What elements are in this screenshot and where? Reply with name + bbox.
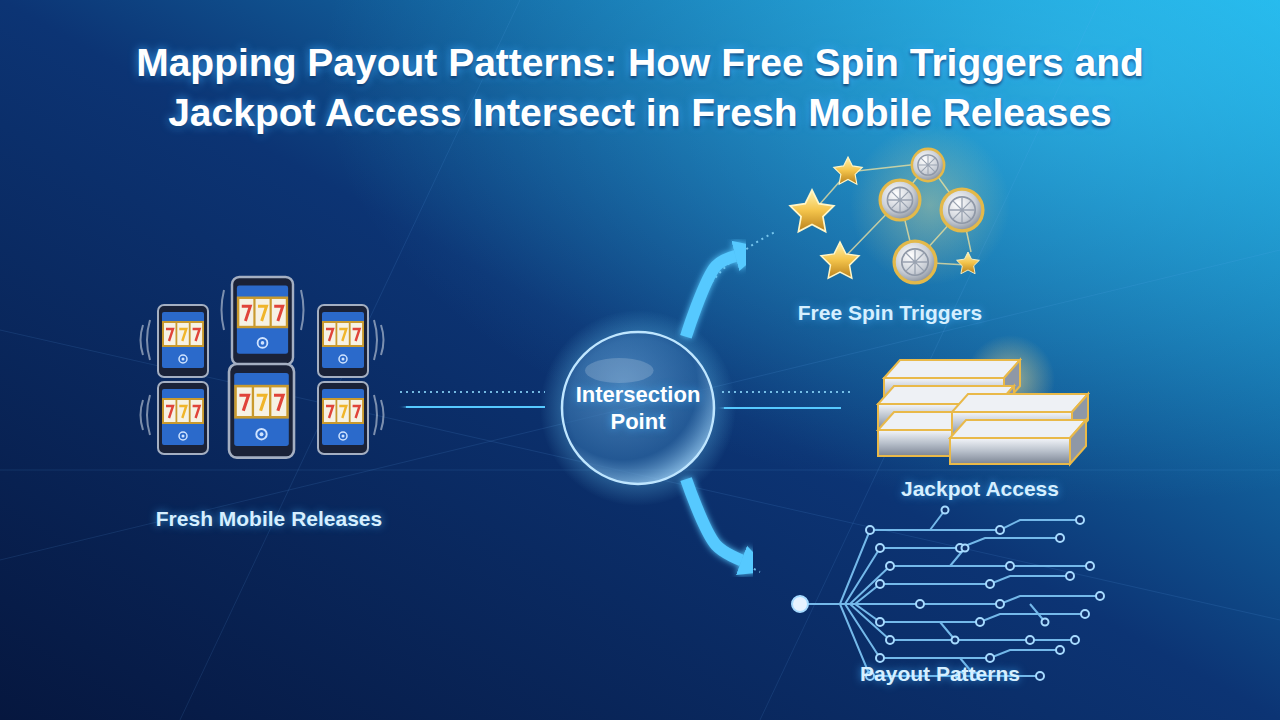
slot-phone (232, 277, 293, 365)
icon-group: Jackpot Access (860, 330, 1100, 502)
circuit-pattern (1081, 610, 1089, 618)
circle-highlight (585, 358, 654, 383)
circle-outline (562, 332, 714, 484)
circuit-pattern (806, 520, 1080, 604)
circuit-pattern (1042, 619, 1049, 626)
flow-arrow (406, 406, 521, 407)
node-label: Free Spin Triggers (798, 300, 982, 326)
circuit-pattern (792, 507, 1104, 681)
circuit-pattern (886, 562, 894, 570)
star-icon (834, 157, 863, 184)
circuit-pattern (876, 618, 884, 626)
circuit-pattern (1036, 672, 1044, 680)
circuit-pattern (1056, 646, 1064, 654)
slot-phone (318, 382, 368, 454)
circuit-pattern (942, 507, 949, 514)
circuit-pattern (1006, 562, 1014, 570)
motion-lines (141, 320, 151, 435)
coin-icon (880, 180, 920, 220)
circuit-pattern (1071, 636, 1079, 644)
circuit-pattern (876, 544, 884, 552)
circuit-pattern (930, 510, 1045, 676)
node-label: Jackpot Access (901, 476, 1059, 502)
circuit-pattern (866, 526, 874, 534)
circuit-pattern (986, 580, 994, 588)
circuit-pattern (996, 600, 1004, 608)
circuit-pattern (806, 576, 1070, 604)
circuit-pattern (1056, 534, 1064, 542)
circuit-pattern (1026, 636, 1034, 644)
phone-group: Fresh Mobile Releases (140, 270, 398, 532)
intersection-circle: Intersection Point (560, 330, 716, 486)
node-label: Payout Patterns (860, 661, 1020, 687)
intersection-glow (540, 310, 736, 506)
motion-lines (374, 320, 384, 435)
node-label: Fresh Mobile Releases (156, 506, 382, 532)
circuit-pattern (806, 596, 1100, 604)
circuit-pattern (1086, 562, 1094, 570)
star-icon (790, 190, 834, 232)
coin-icon (912, 149, 944, 181)
circuit-pattern (876, 654, 884, 662)
slot-phone (229, 364, 294, 458)
circuit-pattern (1066, 572, 1074, 580)
circuit-pattern (976, 618, 984, 626)
circle-outline (560, 330, 716, 486)
slot-phone (318, 305, 368, 377)
flow-arrow (686, 479, 741, 560)
gold-bars (878, 335, 1088, 464)
circuit-pattern (1076, 516, 1084, 524)
diagram-title: Mapping Payout Patterns: How Free Spin T… (80, 38, 1200, 138)
free-spin-icons (790, 125, 1010, 285)
icon-group: Free Spin Triggers (770, 150, 1010, 326)
free-spin-icons (850, 125, 1010, 285)
flow-arrow (724, 402, 821, 414)
icon-group: Payout Patterns (775, 515, 1105, 687)
circuit-pattern (916, 600, 924, 608)
circuit-pattern (962, 545, 969, 552)
circuit-pattern (876, 580, 884, 588)
flow-arrow (686, 256, 736, 337)
coin-icon (894, 241, 936, 283)
circuit-pattern (806, 566, 1090, 604)
coin-icon (941, 189, 983, 231)
star-icon (957, 252, 980, 274)
slot-phone (158, 305, 208, 377)
slot-phone (158, 382, 208, 454)
dotted-trail (400, 232, 850, 572)
star-icon (821, 242, 859, 278)
dotted-trail (400, 232, 850, 572)
slot-phone (158, 277, 368, 458)
circuit-pattern (806, 510, 1100, 676)
circuit-pattern (996, 526, 1004, 534)
circuit-pattern (792, 596, 808, 612)
circuit-pattern (792, 507, 1104, 681)
circuit-pattern (1096, 592, 1104, 600)
intersection-glow (540, 310, 736, 506)
circuit-pattern (886, 636, 894, 644)
node-label: Intersection Point (573, 381, 703, 435)
gold-bar (950, 420, 1086, 464)
circuit-pattern (986, 654, 994, 662)
circuit-pattern (806, 538, 1060, 604)
circuit-pattern (952, 637, 959, 644)
